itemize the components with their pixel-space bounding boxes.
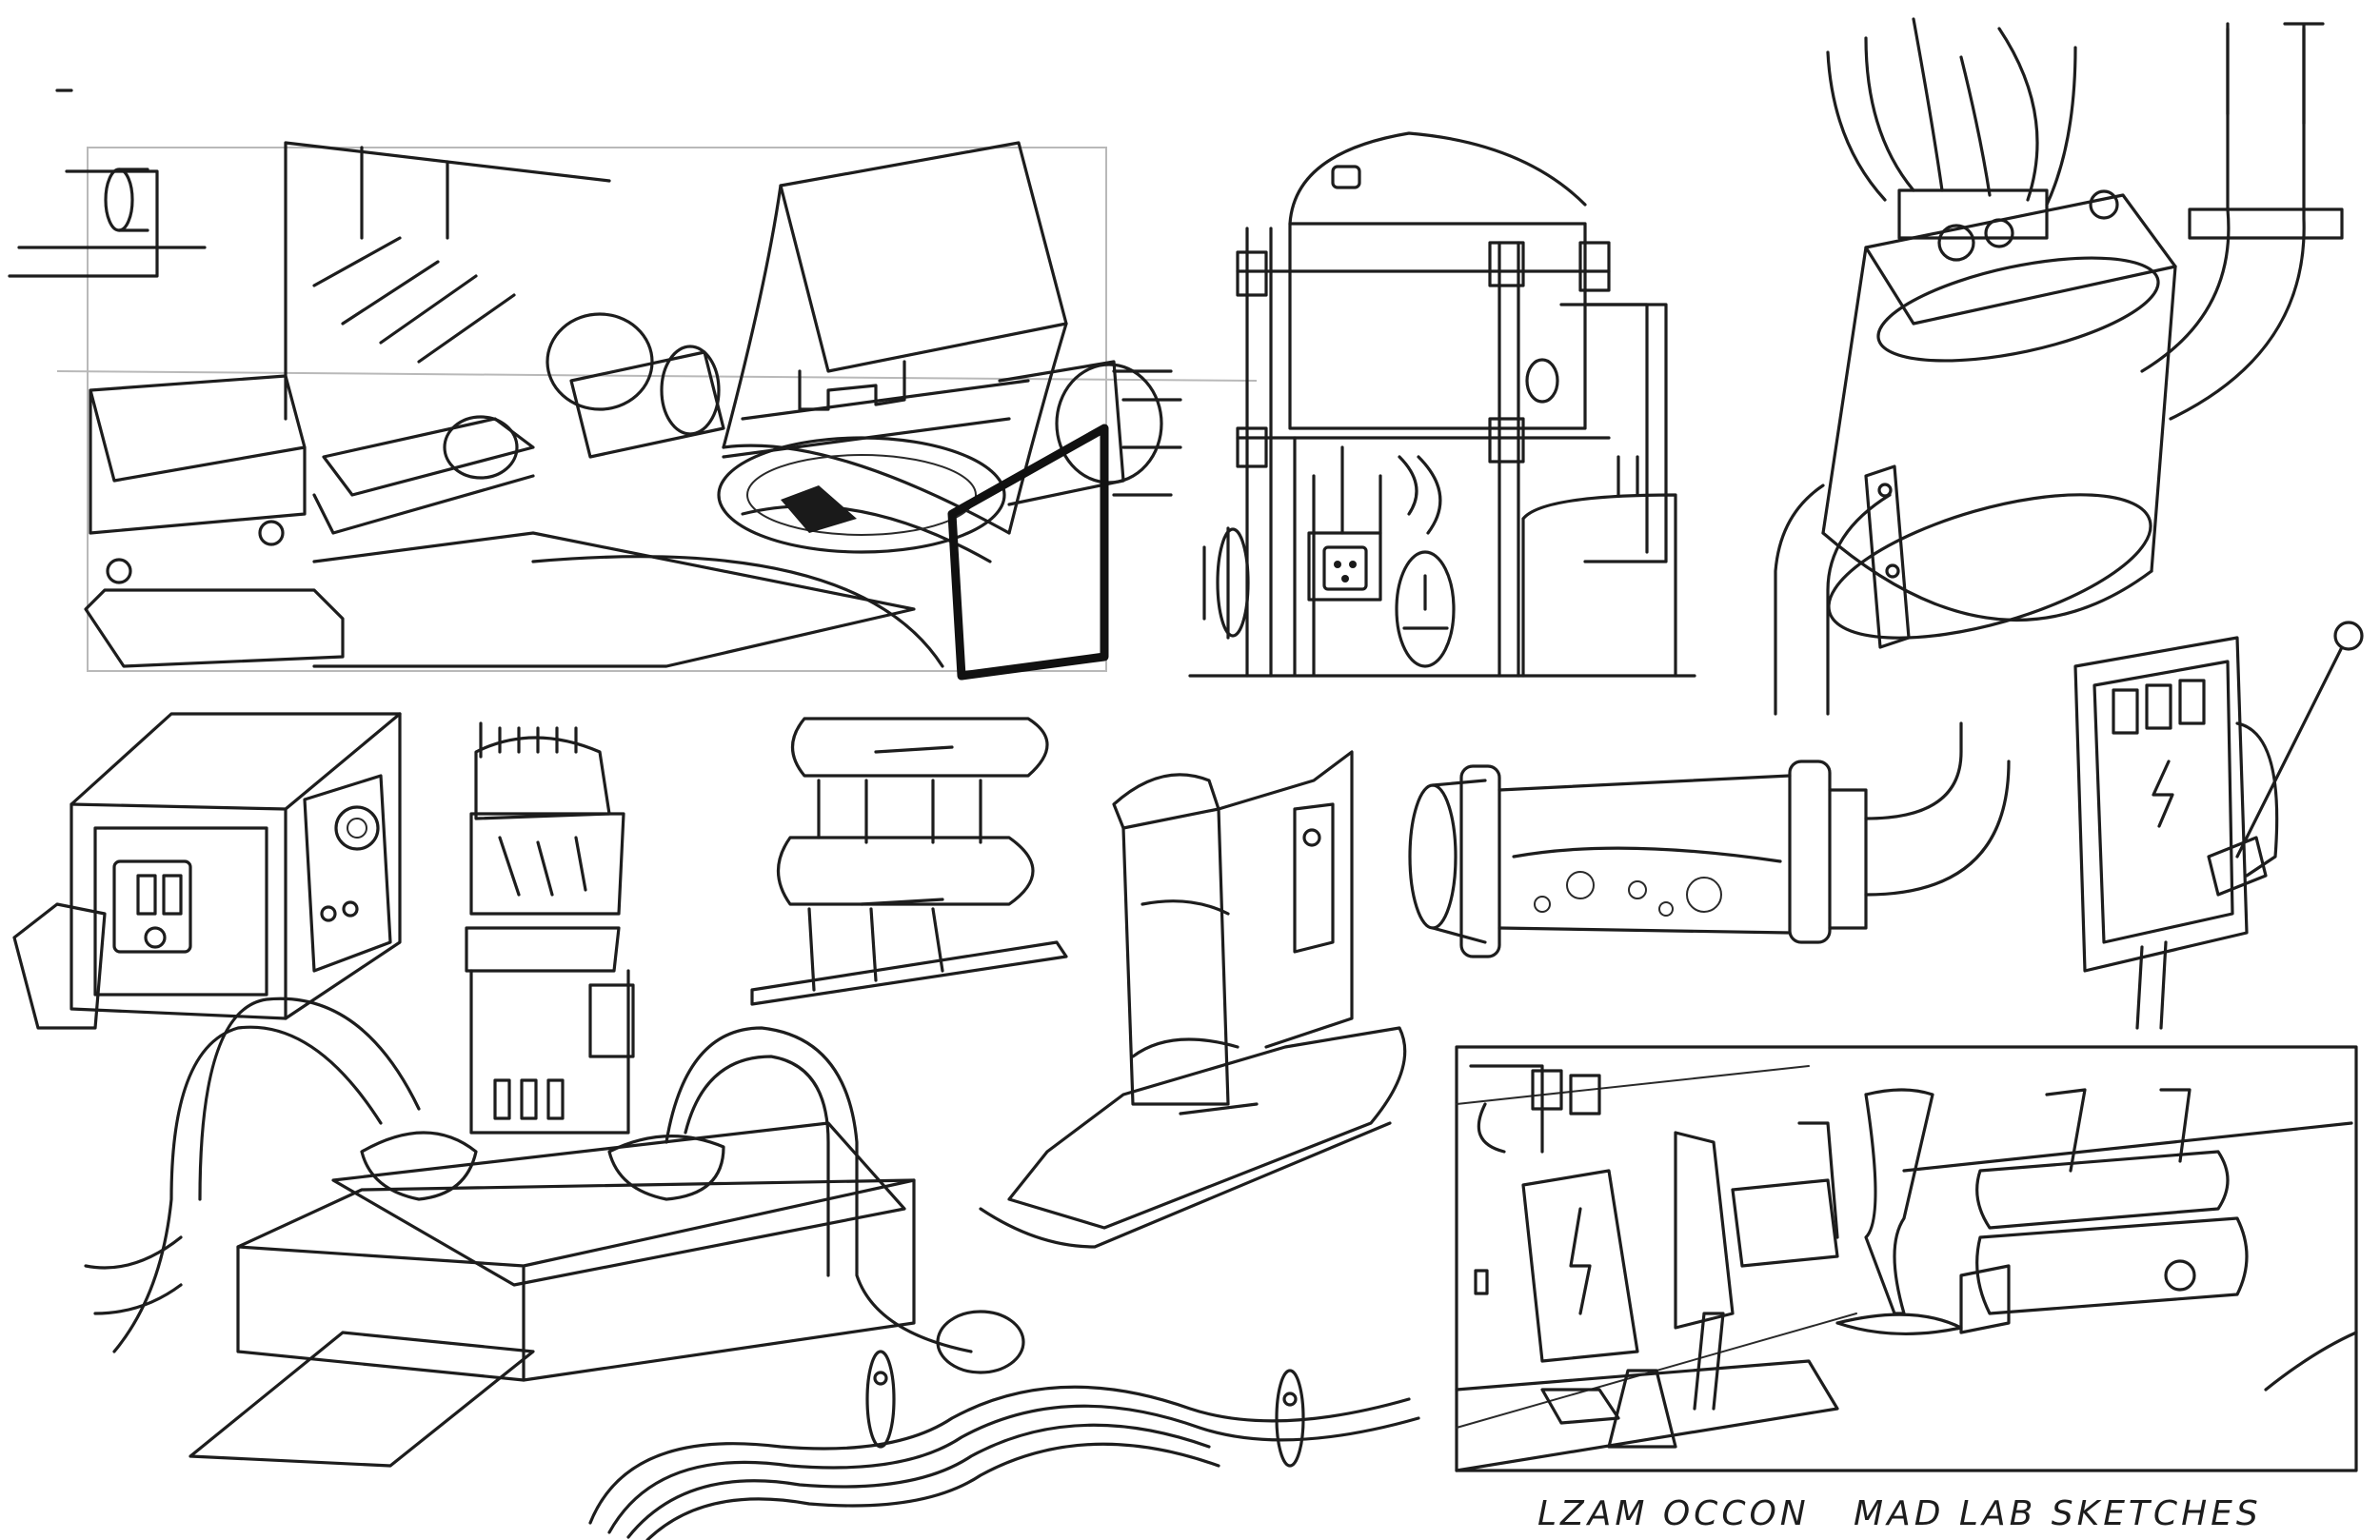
sketch-cable-bundle (588, 1350, 1420, 1540)
sketch-control-box (12, 712, 402, 1030)
sketch-breaker-switch (2073, 621, 2364, 1030)
sketch-bubble-tube (1408, 721, 2011, 958)
sketch-lab-interior (1455, 1045, 2358, 1472)
electric-outlet-icon (1322, 545, 1368, 591)
sketch-boiler-tank (1188, 131, 1696, 678)
sketch-lab-machine-scene (8, 89, 1258, 681)
lightning-bolt-icon (2152, 760, 2174, 828)
sketch-pipe-periscope (979, 750, 1407, 1249)
sketch-twin-tanks (750, 717, 1068, 1006)
sketch-tube-machine (84, 721, 1025, 1468)
sheet-caption: LZAM OCCON MAD LAB SKETCHES (1537, 1494, 2262, 1533)
sketch-hanging-canister (1774, 17, 2344, 716)
